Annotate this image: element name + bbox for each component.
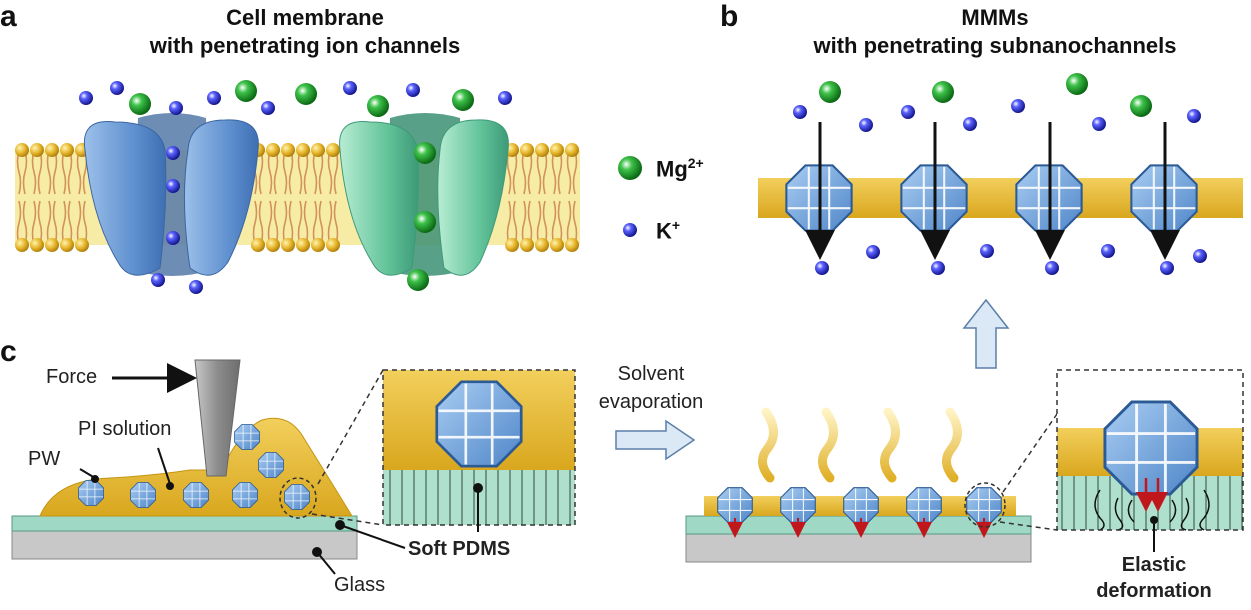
elastic-deformation-label: Elastic deformation	[1084, 552, 1224, 604]
up-arrow	[962, 298, 1010, 369]
legend-k-ion	[623, 223, 637, 237]
legend-mg-sup: 2+	[687, 155, 704, 171]
process-arrow	[615, 419, 696, 461]
solvent-line2: evaporation	[598, 391, 704, 413]
panel-b-title-line2: with penetrating subnanochannels	[813, 33, 1177, 58]
panel-a-title-line1: Cell membrane	[226, 5, 384, 30]
legend-k-sup: +	[671, 217, 681, 233]
panel-b-title-line1: MMMs	[961, 5, 1029, 30]
panel-b-ions	[793, 73, 1207, 275]
solvent-evaporation-label: Solvent evaporation	[586, 360, 716, 416]
force-label: Force	[46, 366, 98, 388]
panel-c-letter: c	[0, 335, 17, 368]
panel-a-title-line2: with penetrating ion channels	[149, 33, 461, 58]
legend-mg-ion	[618, 156, 642, 180]
panel-b-letter: b	[720, 0, 739, 33]
k-ion-channel	[83, 113, 259, 276]
legend-mg-base: Mg	[656, 156, 688, 182]
panel-c-left-pointers	[79, 363, 483, 575]
casting-setup	[11, 359, 384, 560]
panel-a-letter: a	[0, 0, 17, 33]
elastic-line1: Elastic	[1121, 554, 1187, 576]
solvent-line1: Solvent	[617, 363, 685, 385]
pi-solution-label: PI solution	[78, 418, 172, 440]
evaporated-film	[685, 413, 1058, 563]
vapor-plumes	[758, 407, 962, 483]
legend-mg-label: Mg2+	[656, 155, 704, 182]
panel-a-title: Cell membrane with penetrating ion chann…	[55, 4, 555, 60]
mmm-membrane	[758, 164, 1243, 232]
legend-k-label: K+	[656, 217, 680, 244]
panel-b-title: MMMs with penetrating subnanochannels	[750, 4, 1240, 60]
permeation-arrows	[805, 122, 1180, 260]
panel-a-ions	[79, 80, 512, 294]
soft-pdms-label: Soft PDMS	[408, 538, 511, 560]
legend-k-base: K	[656, 218, 672, 244]
zoom-box-right	[1056, 369, 1244, 552]
glass-label: Glass	[334, 574, 386, 596]
elastic-line2: deformation	[1096, 580, 1212, 602]
mg-ion-channel	[339, 113, 509, 276]
pw-label: PW	[28, 448, 61, 470]
